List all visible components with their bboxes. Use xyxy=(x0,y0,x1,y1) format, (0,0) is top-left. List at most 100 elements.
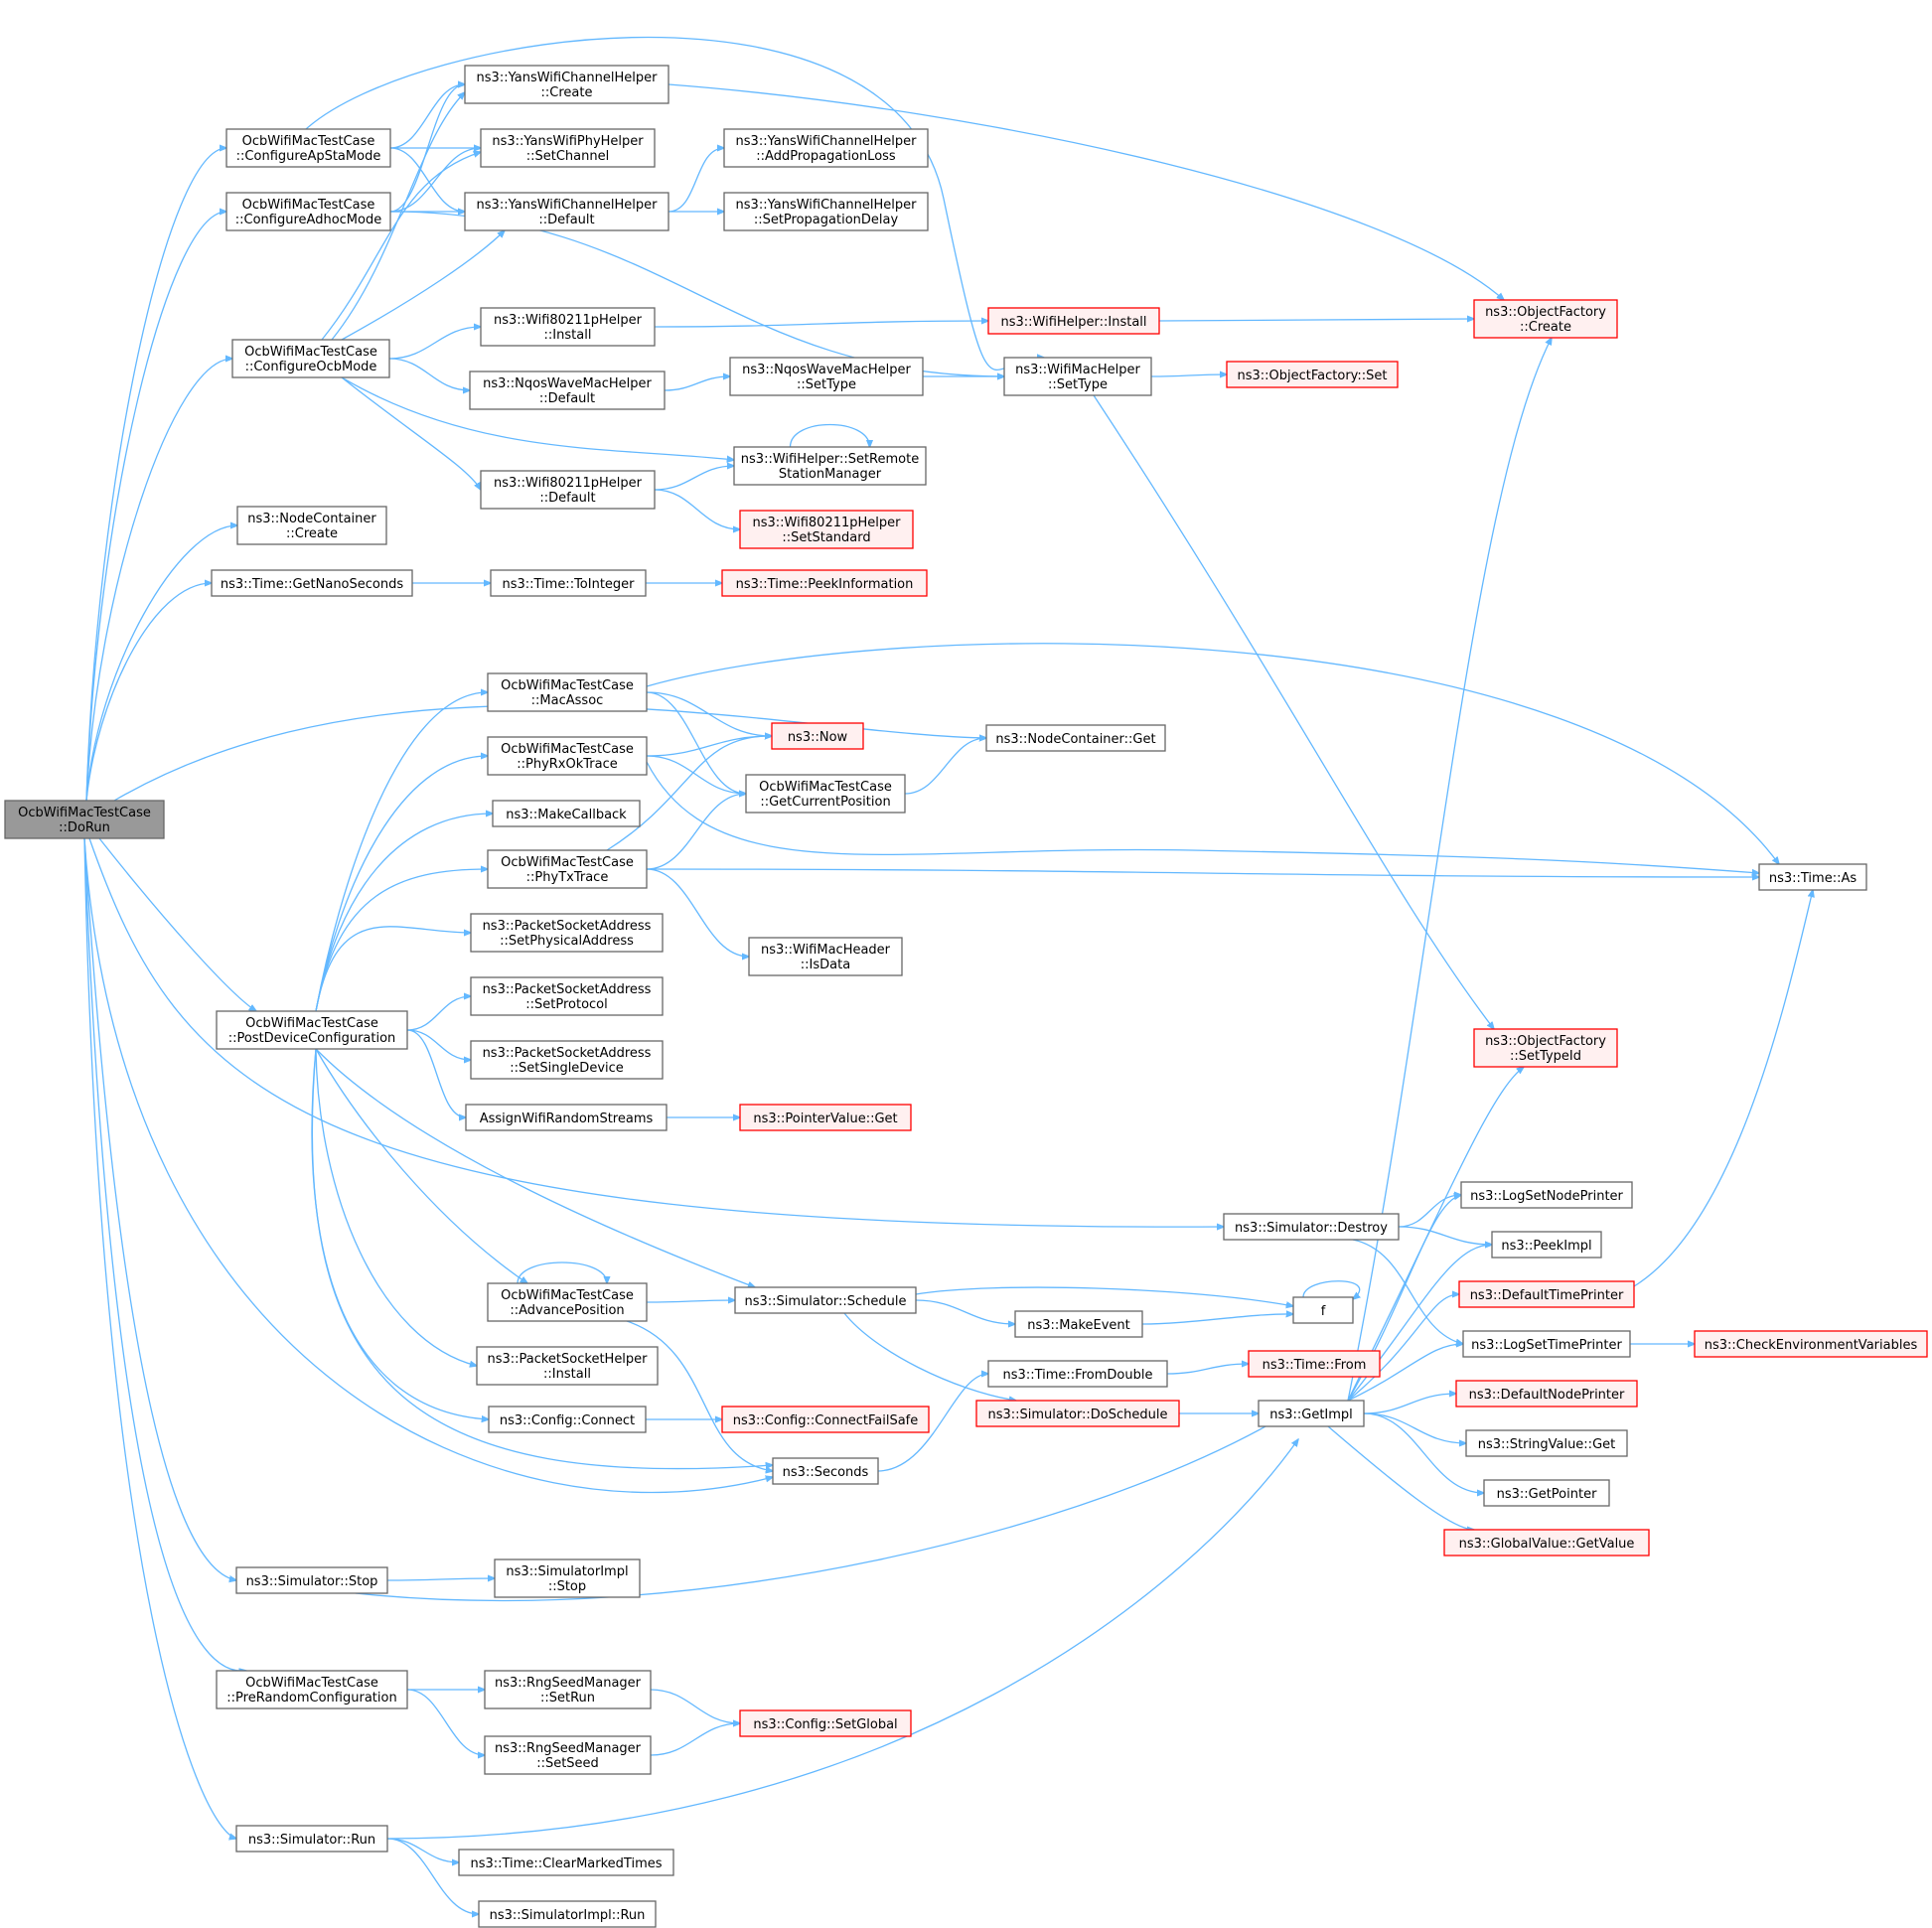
node-make-callback[interactable]: ns3::MakeCallback xyxy=(492,800,641,827)
edge-getImpl-to-getPointer xyxy=(1363,1412,1484,1493)
node-check-env[interactable]: ns3::CheckEnvironmentVariables xyxy=(1694,1330,1928,1358)
node-psh-install[interactable]: ns3::PacketSocketHelper::Install xyxy=(476,1346,659,1386)
node-wmh-set-type[interactable]: ns3::WifiMacHelper::SetType xyxy=(1003,357,1152,396)
node-label: OcbWifiMacTestCase xyxy=(501,742,634,757)
node-clear-marked[interactable]: ns3::Time::ClearMarkedTimes xyxy=(458,1849,674,1876)
node-label: ns3::Config::SetGlobal xyxy=(753,1717,897,1732)
node-sim-stop[interactable]: ns3::Simulator::Stop xyxy=(235,1566,388,1594)
node-sim-schedule[interactable]: ns3::Simulator::Schedule xyxy=(734,1286,917,1314)
node-psa-proto[interactable]: ns3::PacketSocketAddress::SetProtocol xyxy=(470,976,664,1016)
node-ywch-default[interactable]: ns3::YansWifiChannelHelper::Default xyxy=(464,192,669,231)
edge-defTime-to-timeAs xyxy=(1633,890,1813,1287)
node-log-time[interactable]: ns3::LogSetTimePrinter xyxy=(1462,1330,1631,1358)
node-sv-get[interactable]: ns3::StringValue::Get xyxy=(1465,1429,1628,1457)
node-phy-rx-ok[interactable]: OcbWifiMacTestCase::PhyRxOkTrace xyxy=(487,736,648,776)
node-add-prop[interactable]: ns3::YansWifiChannelHelper::AddPropagati… xyxy=(723,128,929,168)
node-nqos-set-type[interactable]: ns3::NqosWaveMacHelper::SetType xyxy=(729,357,924,396)
node-time-as[interactable]: ns3::Time::As xyxy=(1758,863,1867,891)
node-label: ns3::Time::From xyxy=(1263,1358,1367,1373)
node-label: ::SetSingleDevice xyxy=(510,1061,624,1076)
node-get-nano[interactable]: ns3::Time::GetNanoSeconds xyxy=(211,569,413,597)
node-psa-single[interactable]: ns3::PacketSocketAddress::SetSingleDevic… xyxy=(470,1040,664,1080)
edge-ywchCreate-to-ofCreate xyxy=(668,83,1504,300)
node-label: ns3::Time::PeekInformation xyxy=(736,577,914,592)
node-cfg-ap-sta[interactable]: OcbWifiMacTestCase::ConfigureApStaMode xyxy=(225,128,391,168)
node-label: ns3::RngSeedManager xyxy=(495,1741,642,1756)
node-label: ns3::PacketSocketAddress xyxy=(483,919,652,934)
node-cfg-ocb[interactable]: OcbWifiMacTestCase::ConfigureOcbMode xyxy=(231,339,390,378)
node-cfg-adhoc[interactable]: OcbWifiMacTestCase::ConfigureAdhocMode xyxy=(225,192,391,231)
node-now[interactable]: ns3::Now xyxy=(771,722,864,750)
node-set-prop-delay[interactable]: ns3::YansWifiChannelHelper::SetPropagati… xyxy=(723,192,929,231)
node-get-cur-pos[interactable]: OcbWifiMacTestCase::GetCurrentPosition xyxy=(745,774,906,814)
node-do-schedule[interactable]: ns3::Simulator::DoSchedule xyxy=(975,1400,1180,1427)
node-psa-phys[interactable]: ns3::PacketSocketAddress::SetPhysicalAdd… xyxy=(470,913,664,953)
node-cfg-connect[interactable]: ns3::Config::Connect xyxy=(488,1406,647,1433)
node-label: ns3::Time::ClearMarkedTimes xyxy=(470,1856,662,1871)
node-cfg-connect-f-s[interactable]: ns3::Config::ConnectFailSafe xyxy=(721,1406,930,1433)
node-sim-run[interactable]: ns3::Simulator::Run xyxy=(235,1825,388,1853)
edge-cfgOcb-to-nqosDefault xyxy=(388,358,470,390)
node-time-from[interactable]: ns3::Time::From xyxy=(1248,1350,1381,1378)
function-nodes: OcbWifiMacTestCase::DoRunOcbWifiMacTestC… xyxy=(4,65,1928,1928)
node-sim-destroy[interactable]: ns3::Simulator::Destroy xyxy=(1223,1213,1400,1241)
node-get-impl[interactable]: ns3::GetImpl xyxy=(1258,1400,1365,1427)
node-phy-tx[interactable]: OcbWifiMacTestCase::PhyTxTrace xyxy=(487,849,648,889)
node-ywch-create[interactable]: ns3::YansWifiChannelHelper::Create xyxy=(464,65,669,104)
node-w80211-install[interactable]: ns3::Wifi80211pHelper::Install xyxy=(480,307,656,347)
node-box xyxy=(488,1406,647,1433)
node-f[interactable]: f xyxy=(1292,1296,1354,1324)
node-peek-impl[interactable]: ns3::PeekImpl xyxy=(1491,1231,1602,1259)
edge-rngSetSeed-to-cfgSetGlobal xyxy=(650,1723,740,1756)
node-cfg-set-global[interactable]: ns3::Config::SetGlobal xyxy=(739,1709,912,1737)
node-rng-set-run[interactable]: ns3::RngSeedManager::SetRun xyxy=(484,1670,652,1709)
node-ywph-set-ch[interactable]: ns3::YansWifiPhyHelper::SetChannel xyxy=(480,128,656,168)
node-def-node[interactable]: ns3::DefaultNodePrinter xyxy=(1455,1380,1638,1408)
node-sim-impl-run[interactable]: ns3::SimulatorImpl::Run xyxy=(478,1900,657,1928)
edge-cfgOcb-to-ywchCreate xyxy=(331,92,465,341)
node-box xyxy=(225,192,391,231)
node-adv-pos[interactable]: OcbWifiMacTestCase::AdvancePosition xyxy=(487,1282,648,1322)
node-of-create[interactable]: ns3::ObjectFactory::Create xyxy=(1473,299,1618,339)
node-nc-get[interactable]: ns3::NodeContainer::Get xyxy=(985,724,1166,752)
node-label: ns3::Time::GetNanoSeconds xyxy=(221,577,404,592)
node-log-node[interactable]: ns3::LogSetNodePrinter xyxy=(1460,1181,1633,1209)
node-post-dev[interactable]: OcbWifiMacTestCase::PostDeviceConfigurat… xyxy=(216,1010,408,1050)
node-of-set[interactable]: ns3::ObjectFactory::Set xyxy=(1226,361,1399,388)
node-label: ns3::Simulator::Schedule xyxy=(744,1294,906,1309)
edge-phyRxOk-to-timeAs xyxy=(646,761,1759,873)
node-nc-create[interactable]: ns3::NodeContainer::Create xyxy=(236,506,387,545)
node-gv-get-value[interactable]: ns3::GlobalValue::GetValue xyxy=(1443,1529,1650,1557)
edge-postDev-to-psaSingle xyxy=(406,1029,471,1060)
edge-doRun-to-seconds xyxy=(83,837,773,1494)
node-w80211-default[interactable]: ns3::Wifi80211pHelper::Default xyxy=(480,470,656,510)
node-box xyxy=(1458,1280,1635,1308)
node-pv-get[interactable]: ns3::PointerValue::Get xyxy=(739,1104,912,1131)
node-get-pointer[interactable]: ns3::GetPointer xyxy=(1483,1479,1610,1507)
node-peek-info[interactable]: ns3::Time::PeekInformation xyxy=(721,569,928,597)
node-set-standard[interactable]: ns3::Wifi80211pHelper::SetStandard xyxy=(739,510,914,549)
node-box xyxy=(470,1040,664,1080)
node-rng-set-seed[interactable]: ns3::RngSeedManager::SetSeed xyxy=(484,1735,652,1775)
node-to-integer[interactable]: ns3::Time::ToInteger xyxy=(490,569,647,597)
node-of-set-type-id[interactable]: ns3::ObjectFactory::SetTypeId xyxy=(1473,1028,1618,1068)
node-def-time[interactable]: ns3::DefaultTimePrinter xyxy=(1458,1280,1635,1308)
node-box xyxy=(470,913,664,953)
node-label: ns3::ObjectFactory xyxy=(1485,1034,1606,1049)
node-do-run[interactable]: OcbWifiMacTestCase::DoRun xyxy=(4,800,165,839)
node-wh-install[interactable]: ns3::WifiHelper::Install xyxy=(987,307,1160,335)
node-pre-rand[interactable]: OcbWifiMacTestCase::PreRandomConfigurati… xyxy=(216,1670,408,1709)
node-make-event[interactable]: ns3::MakeEvent xyxy=(1014,1310,1143,1338)
node-nqos-default[interactable]: ns3::NqosWaveMacHelper::Default xyxy=(469,371,666,410)
edge-cfgOcb-to-ywphSetCh xyxy=(321,152,481,341)
node-from-double[interactable]: ns3::Time::FromDouble xyxy=(987,1360,1168,1388)
node-sim-impl-stop[interactable]: ns3::SimulatorImpl::Stop xyxy=(494,1558,641,1598)
node-box xyxy=(216,1010,408,1050)
node-assign-rand[interactable]: AssignWifiRandomStreams xyxy=(465,1104,668,1131)
node-mac-assoc[interactable]: OcbWifiMacTestCase::MacAssoc xyxy=(487,672,648,712)
node-is-data[interactable]: ns3::WifiMacHeader::IsData xyxy=(748,937,903,976)
node-seconds[interactable]: ns3::Seconds xyxy=(772,1457,879,1485)
node-label: ns3::WifiHelper::SetRemote xyxy=(741,452,919,467)
edge-w80211Default-to-setStandard xyxy=(654,489,740,529)
